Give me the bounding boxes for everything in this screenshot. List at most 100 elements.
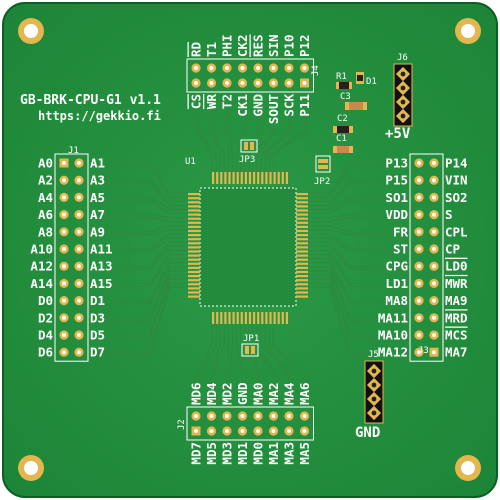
j1-pin-left[interactable]: [59, 278, 69, 288]
j3-pin-left[interactable]: [414, 244, 424, 254]
j2-pin-top[interactable]: [206, 411, 217, 421]
j3-pin-left[interactable]: [414, 347, 424, 357]
j2-pin-bottom[interactable]: [191, 426, 201, 436]
j1-pin-left[interactable]: [59, 330, 69, 340]
j1-pin-left[interactable]: [59, 313, 69, 323]
j1-pin-right[interactable]: [74, 278, 84, 288]
j1-pin-left[interactable]: [59, 158, 69, 168]
j3-pin-left[interactable]: [414, 313, 424, 323]
j2-pin-bottom[interactable]: [268, 426, 279, 436]
pin-label: GND: [235, 382, 250, 405]
j2-pin-top[interactable]: [237, 411, 248, 421]
j2-pin-bottom[interactable]: [237, 426, 248, 436]
j3-pin-right[interactable]: [429, 261, 439, 271]
j4-pin-bottom[interactable]: [284, 78, 294, 88]
jumper-jp1[interactable]: [241, 343, 259, 357]
pin-label: P11: [297, 94, 312, 117]
j3-pin-left[interactable]: [414, 192, 424, 202]
j1-pin-right[interactable]: [74, 210, 84, 220]
pin-label: A6: [38, 207, 53, 222]
j3-pin-right[interactable]: [429, 313, 439, 323]
j4-pin-bottom[interactable]: [300, 78, 309, 88]
j1-pin-right[interactable]: [74, 347, 84, 357]
j3-pin-left[interactable]: [414, 227, 424, 237]
j2-pin-bottom[interactable]: [206, 426, 217, 436]
jumper-jp2[interactable]: [315, 155, 331, 173]
j3-pin-right[interactable]: [429, 192, 439, 202]
j4-pin-bottom[interactable]: [253, 78, 263, 88]
j3-pin-right[interactable]: [429, 244, 439, 254]
j2-pin-top[interactable]: [253, 411, 263, 421]
pin-label: A5: [90, 190, 105, 205]
j3-pin-right[interactable]: [429, 347, 439, 357]
j1-pin-right[interactable]: [74, 261, 84, 271]
j1-pin-left[interactable]: [59, 347, 69, 357]
pin-label: D7: [90, 345, 105, 360]
j1-pin-right[interactable]: [74, 158, 84, 168]
j3-pin-left[interactable]: [414, 296, 424, 306]
j4-pin-bottom[interactable]: [191, 78, 201, 88]
j4-pin-bottom[interactable]: [222, 78, 232, 88]
j4-pin-bottom[interactable]: [237, 78, 248, 88]
j3-pin-right[interactable]: [429, 330, 439, 340]
j1-pin-right[interactable]: [74, 192, 84, 202]
j1-pin-left[interactable]: [59, 175, 69, 185]
j1-pin-left[interactable]: [59, 261, 69, 271]
j2-pin-bottom[interactable]: [222, 426, 232, 436]
j3-pin-right[interactable]: [429, 227, 439, 237]
j4-pin-top[interactable]: [237, 63, 248, 73]
pin-label: A10: [30, 242, 53, 257]
j1-pin-right[interactable]: [74, 227, 84, 237]
j2-pin-top[interactable]: [284, 411, 294, 421]
pin-label: MA9: [445, 293, 468, 308]
j3-pin-left[interactable]: [414, 261, 424, 271]
j3-pin-left[interactable]: [414, 210, 424, 220]
pin-label: CP: [445, 242, 460, 257]
j4-pin-top[interactable]: [299, 63, 310, 73]
j1-pin-right[interactable]: [74, 296, 84, 306]
ref-j5: J5: [368, 350, 379, 360]
j3-pin-left[interactable]: [414, 175, 424, 185]
j3-pin-right[interactable]: [429, 296, 439, 306]
j3-pin-right[interactable]: [429, 158, 439, 168]
j3-pin-right[interactable]: [429, 278, 439, 288]
j1-pin-right[interactable]: [74, 244, 84, 254]
jumper-jp3[interactable]: [240, 139, 258, 153]
j4-pin-top[interactable]: [253, 63, 263, 73]
j4-pin-top[interactable]: [284, 63, 294, 73]
j4-pin-top[interactable]: [268, 63, 279, 73]
j3-pin-right[interactable]: [429, 210, 439, 220]
j2-pin-bottom[interactable]: [253, 426, 263, 436]
j2-pin-bottom[interactable]: [299, 426, 310, 436]
j2-pin-top[interactable]: [222, 411, 232, 421]
capacitor-c3: [345, 102, 367, 110]
pin-label: MA6: [297, 382, 312, 405]
j1-pin-left[interactable]: [59, 296, 69, 306]
j4-pin-top[interactable]: [222, 63, 232, 73]
ref-j1: J1: [68, 146, 79, 156]
j1-pin-left[interactable]: [59, 227, 69, 237]
pin-label: VDD: [385, 207, 408, 222]
j4-pin-top[interactable]: [206, 63, 217, 73]
j1-pin-right[interactable]: [74, 313, 84, 323]
j3-pin-left[interactable]: [414, 158, 424, 168]
j1-pin-left[interactable]: [59, 192, 69, 202]
j1-pin-right[interactable]: [74, 330, 84, 340]
pin-label: A4: [38, 190, 53, 205]
j2-pin-bottom[interactable]: [284, 426, 294, 436]
ref-j2: J2: [177, 419, 187, 430]
j1-pin-left[interactable]: [59, 210, 69, 220]
j1-pin-right[interactable]: [74, 175, 84, 185]
j2-pin-top[interactable]: [191, 411, 201, 421]
pin-label: P14: [445, 156, 468, 171]
j4-pin-bottom[interactable]: [268, 78, 279, 88]
j3-pin-left[interactable]: [414, 278, 424, 288]
j3-pin-left[interactable]: [414, 330, 424, 340]
j2-pin-top[interactable]: [268, 411, 279, 421]
pin-label: LD1: [385, 276, 408, 291]
j1-pin-left[interactable]: [59, 244, 69, 254]
j3-pin-right[interactable]: [429, 175, 439, 185]
j4-pin-bottom[interactable]: [206, 78, 217, 88]
j2-pin-top[interactable]: [299, 411, 310, 421]
j4-pin-top[interactable]: [191, 63, 201, 73]
